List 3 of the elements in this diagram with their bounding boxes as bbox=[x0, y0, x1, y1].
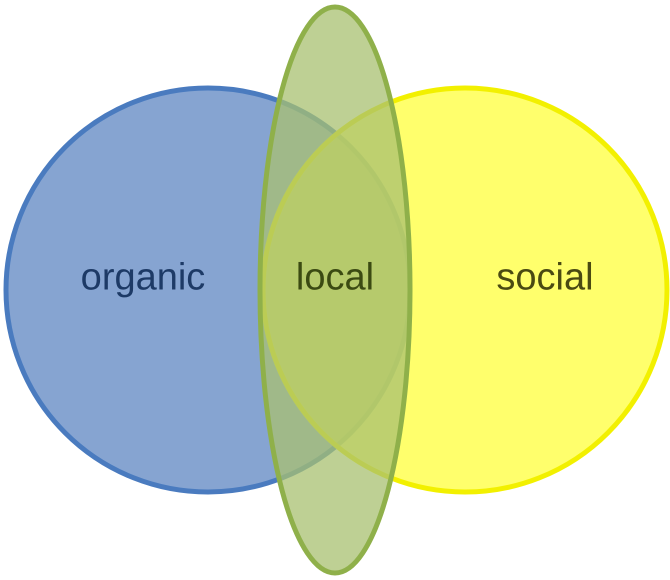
set-label: organic bbox=[80, 256, 206, 300]
set-label: local bbox=[296, 256, 374, 300]
set-label: social bbox=[496, 256, 594, 300]
